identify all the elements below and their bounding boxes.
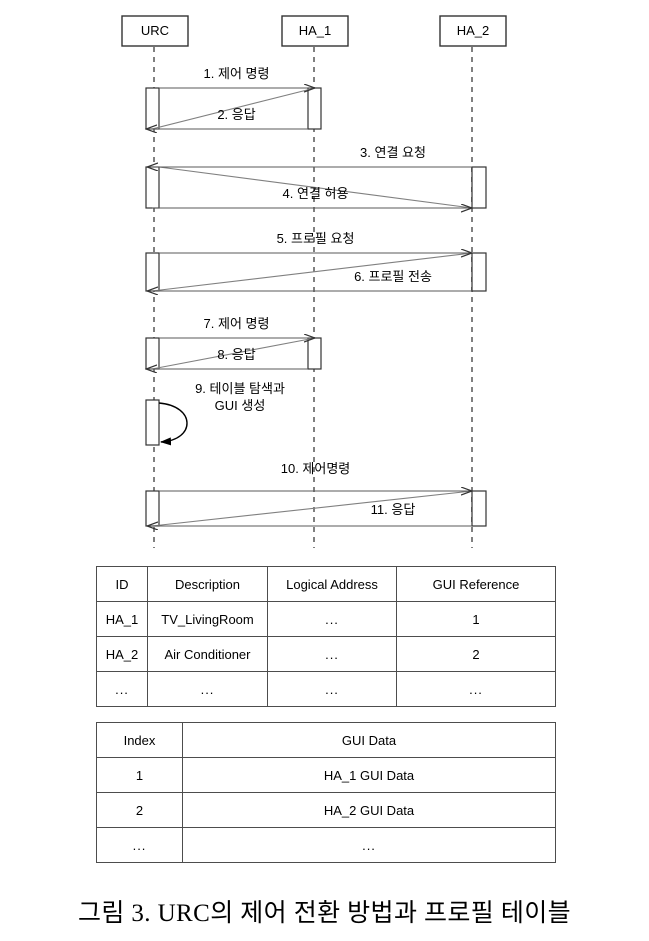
- lifeline-head-ha2: [439, 15, 507, 47]
- lifeline-label-ha1: HA_1: [298, 23, 332, 38]
- figure-caption: 그림 3. URC의 제어 전환 방법과 프로필 테이블: [77, 900, 572, 927]
- message-label-9-line2: GUI 생성: [214, 398, 266, 413]
- cell-gui-reference: 2: [396, 636, 556, 672]
- column-header-gui-reference: GUI Reference: [396, 566, 556, 602]
- table-row: HA_1 TV_LivingRoom ... 1: [96, 601, 556, 637]
- column-header-description: Description: [147, 566, 268, 602]
- lifeline-label-ha2: HA_2: [456, 23, 490, 38]
- gui-data-table: Index GUI Data 1 HA_1 GUI Data 2 HA_2 GU…: [96, 722, 556, 863]
- message-label-2: 2. 응답: [217, 107, 256, 122]
- cell-index: 1: [96, 757, 183, 793]
- cell-description: TV_LivingRoom: [147, 601, 268, 637]
- activation-block-3: [145, 253, 487, 291]
- cell-id: HA_1: [96, 601, 148, 637]
- cell-logical-address: ...: [267, 601, 397, 637]
- message-label-8: 8. 응답: [217, 347, 256, 362]
- message-label-6: 6. 프로필 전송: [354, 269, 432, 284]
- message-label-1: 1. 제어 명령: [203, 66, 270, 81]
- message-label-11: 11. 응답: [370, 502, 416, 517]
- lifeline-head-urc: [121, 15, 189, 47]
- activation-block-2: [145, 167, 487, 208]
- cell-id: ...: [96, 671, 148, 707]
- table-row: HA_2 Air Conditioner ... 2: [96, 636, 556, 672]
- column-header-logical-address: Logical Address: [267, 566, 397, 602]
- message-label-5: 5. 프로필 요청: [276, 231, 355, 246]
- activation-block-6: [145, 491, 487, 526]
- cell-id: HA_2: [96, 636, 148, 672]
- table-row: 2 HA_2 GUI Data: [96, 792, 556, 828]
- message-label-7: 7. 제어 명령: [203, 316, 270, 331]
- activation-block-4: [146, 338, 322, 369]
- cell-description: Air Conditioner: [147, 636, 268, 672]
- cell-gui-reference: ...: [396, 671, 556, 707]
- cell-gui-data: ...: [182, 827, 556, 863]
- lifeline-head-ha1: [281, 15, 349, 47]
- message-label-10: 10. 제어명령: [280, 461, 351, 476]
- message-label-9-line1: 9. 테이블 탐색과: [195, 381, 285, 396]
- table-header-row: Index GUI Data: [96, 722, 556, 758]
- table-row: ... ... ... ...: [96, 671, 556, 707]
- column-header-index: Index: [96, 722, 183, 758]
- cell-index: ...: [96, 827, 183, 863]
- column-header-id: ID: [96, 566, 148, 602]
- table-header-row: ID Description Logical Address GUI Refer…: [96, 566, 556, 602]
- activation-block-1: [146, 88, 322, 129]
- cell-gui-data: HA_2 GUI Data: [182, 792, 556, 828]
- cell-index: 2: [96, 792, 183, 828]
- column-header-gui-data: GUI Data: [182, 722, 556, 758]
- table-row: ... ...: [96, 827, 556, 863]
- cell-logical-address: ...: [267, 636, 397, 672]
- message-label-4: 4. 연결 허용: [282, 186, 349, 201]
- profile-table: ID Description Logical Address GUI Refer…: [96, 566, 556, 707]
- lifeline-label-urc: URC: [140, 23, 170, 38]
- cell-gui-data: HA_1 GUI Data: [182, 757, 556, 793]
- cell-logical-address: ...: [267, 671, 397, 707]
- cell-gui-reference: 1: [396, 601, 556, 637]
- message-label-3: 3. 연결 요청: [360, 145, 426, 160]
- cell-description: ...: [147, 671, 268, 707]
- table-row: 1 HA_1 GUI Data: [96, 757, 556, 793]
- activation-block-5-self-call: [145, 399, 188, 446]
